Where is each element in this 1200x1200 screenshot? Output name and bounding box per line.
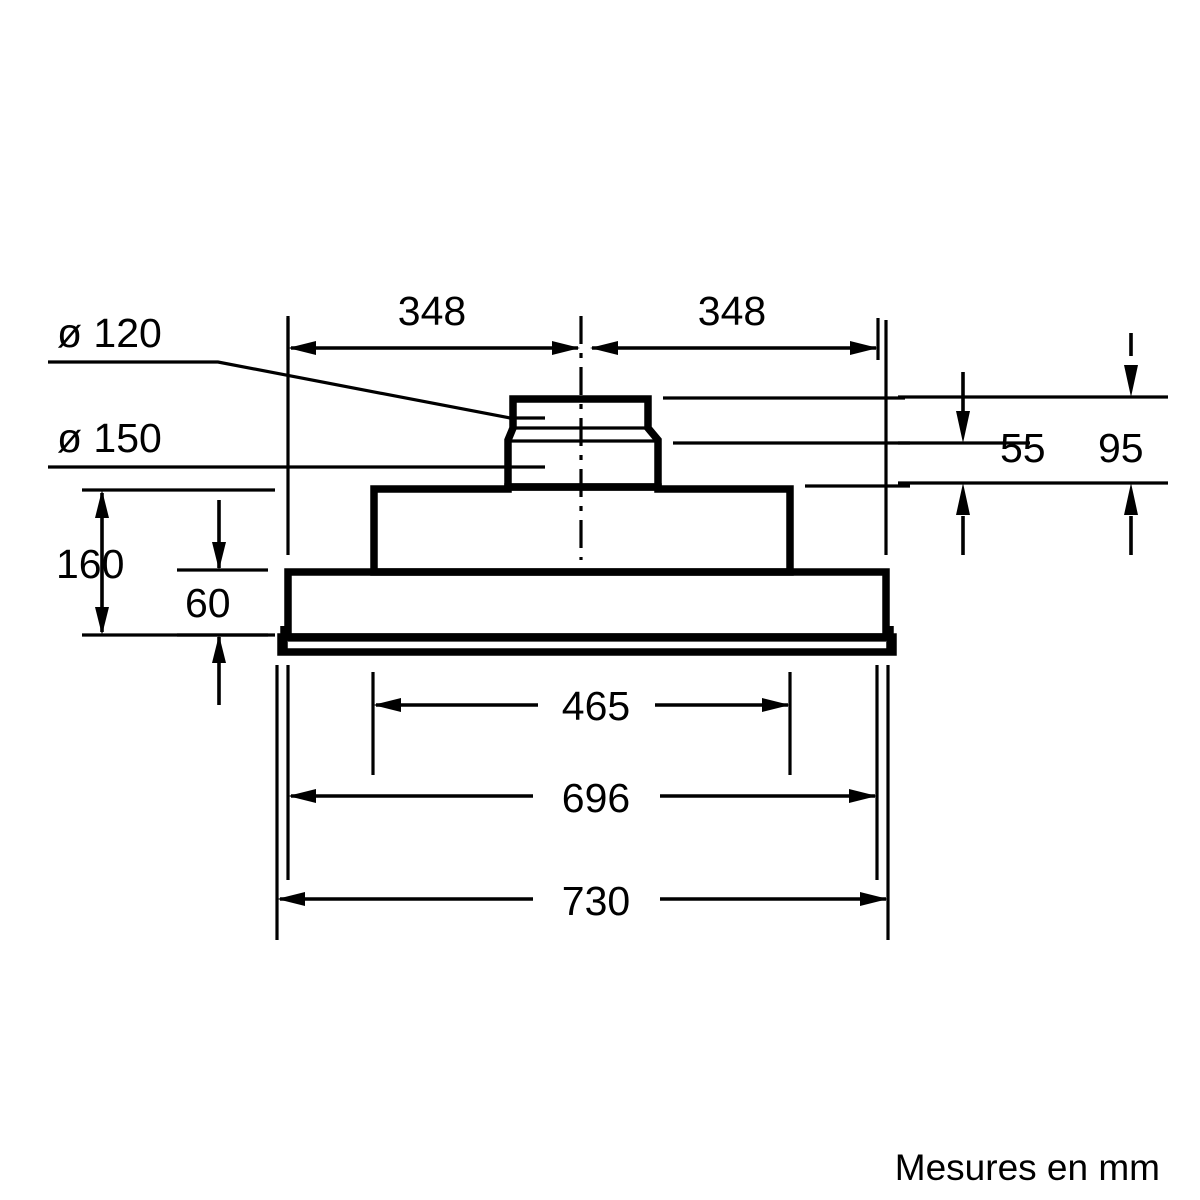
dimension-label-348-left: 348 — [398, 288, 466, 334]
duct-outline — [504, 395, 662, 491]
arrowhead-696-right — [849, 789, 877, 803]
arrowhead-160-bottom — [95, 607, 109, 635]
dimension-label-696: 696 — [562, 775, 630, 821]
dimension-label-730: 730 — [562, 878, 630, 924]
dimension-label-465: 465 — [562, 683, 630, 729]
label-diameter-150: ø 150 — [57, 415, 162, 461]
arrowhead-95-up — [1124, 483, 1138, 515]
arrowhead-348-left-start — [288, 341, 316, 355]
dimension-label-95: 95 — [1098, 425, 1144, 471]
arrowhead-465-left — [373, 698, 401, 712]
dimension-label-348-right: 348 — [698, 288, 766, 334]
hood-lower-body-outline — [284, 568, 890, 641]
arrowhead-348-right-start — [590, 341, 618, 355]
arrowhead-95-down — [1124, 365, 1138, 397]
arrowhead-730-left — [277, 892, 305, 906]
arrowhead-55-down — [956, 411, 970, 443]
leader-line-diameter-120 — [48, 360, 511, 420]
arrowhead-348-left-end — [552, 341, 580, 355]
arrowhead-730-right — [860, 892, 888, 906]
arrowhead-160-top — [95, 490, 109, 518]
arrowhead-60-bottom — [212, 635, 226, 663]
label-diameter-120: ø 120 — [57, 310, 162, 356]
arrowhead-55-up — [956, 483, 970, 515]
dimension-label-60: 60 — [185, 580, 231, 626]
units-note: Mesures en mm — [895, 1147, 1160, 1188]
arrowhead-465-right — [762, 698, 790, 712]
dimension-label-55: 55 — [1000, 425, 1046, 471]
arrowhead-60-top — [212, 542, 226, 570]
arrowhead-696-left — [288, 789, 316, 803]
dimension-label-160: 160 — [56, 541, 124, 587]
arrowhead-348-right-end — [850, 341, 878, 355]
